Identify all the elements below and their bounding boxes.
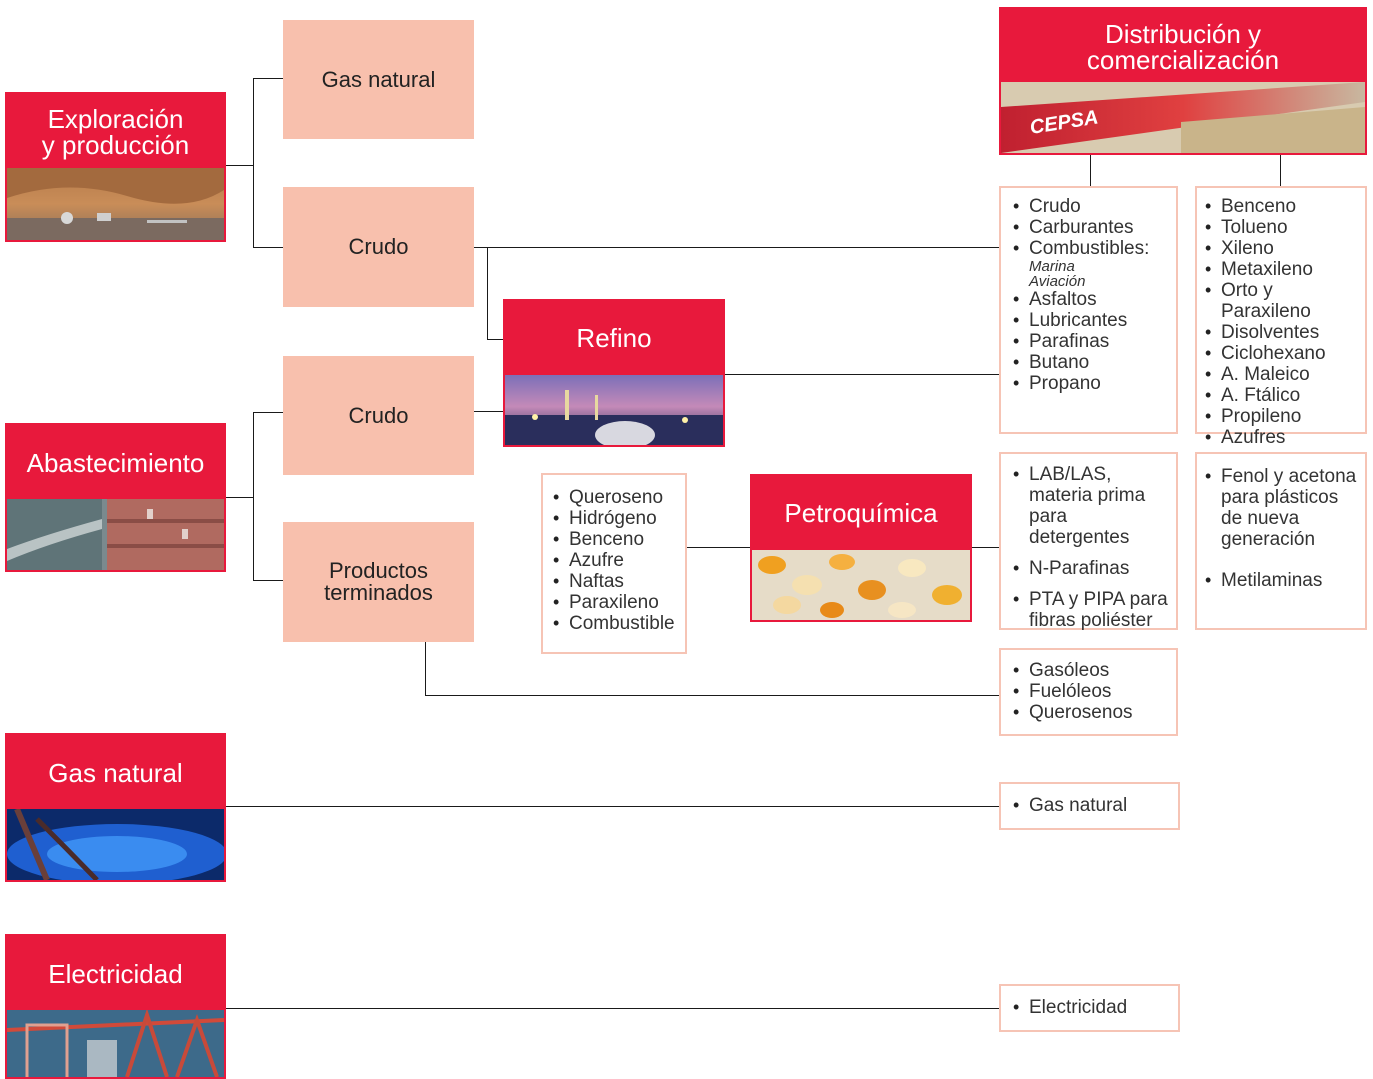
list-item: Gas natural: [1013, 795, 1172, 816]
list-item: Queroseno: [553, 487, 679, 508]
refino-title: Refino: [576, 323, 652, 353]
pink-crudo-mid-label: Crudo: [348, 402, 409, 428]
cepsa-station-photo: CEPSA: [1001, 82, 1365, 153]
electricidad-block: Electricidad: [5, 934, 226, 1079]
petro-inputs-list: Queroseno Hidrógeno Benceno Azufre Nafta…: [541, 473, 687, 654]
pink-crudo-mid: Crudo: [283, 356, 474, 475]
terminados-list: Gasóleos Fuelóleos Querosenos: [999, 648, 1178, 736]
distribucion-block: Distribución y comercialización CEPSA: [999, 7, 1367, 155]
list-item: PTA y PIPA para fibras poliéster: [1013, 589, 1170, 631]
chem-products-list: Benceno Tolueno Xileno Metaxileno Orto y…: [1195, 186, 1367, 448]
pink-crudo-top: Crudo: [283, 187, 474, 307]
list-item: Electricidad: [1013, 997, 1172, 1018]
list-item: Xileno: [1205, 238, 1363, 259]
list-item: Parafinas: [1013, 331, 1170, 352]
petroquimica-block: Petroquímica: [750, 474, 972, 622]
gas-flame-photo: [7, 809, 224, 880]
list-item: Tolueno: [1205, 217, 1363, 238]
exploracion-title: Exploración y producción: [41, 104, 190, 160]
list-item: A. Ftálico: [1205, 385, 1363, 406]
list-item: Ciclohexano: [1205, 343, 1363, 364]
list-item: Benceno: [1205, 196, 1363, 217]
list-item: Disolventes: [1205, 322, 1363, 343]
abastecimiento-block: Abastecimiento: [5, 423, 226, 572]
list-item: Metilaminas: [1205, 570, 1363, 591]
list-item: Crudo: [1013, 196, 1170, 217]
pink-gas-natural: Gas natural: [283, 20, 474, 139]
refinery-photo: [505, 375, 723, 445]
list-item: Azufre: [553, 550, 679, 571]
power-plant-photo: [7, 1010, 224, 1077]
refino-block: Refino: [503, 299, 725, 447]
list-item: Querosenos: [1013, 702, 1170, 723]
petro-outputs-list-1: LAB/LAS, materia prima para detergentes …: [999, 452, 1178, 631]
list-item: N-Parafinas: [1013, 558, 1170, 579]
list-item: Propileno: [1205, 406, 1363, 427]
list-item: Combustible: [553, 613, 679, 634]
list-item: Carburantes: [1013, 217, 1170, 238]
list-item: A. Maleico: [1205, 364, 1363, 385]
list-item: Asfaltos: [1013, 289, 1170, 310]
list-item: Gasóleos: [1013, 660, 1170, 681]
gas-natural-block: Gas natural: [5, 733, 226, 882]
petro-outputs-list-2: Fenol y acetona para plásticos de nueva …: [1195, 452, 1367, 630]
list-item: LAB/LAS, materia prima para detergentes: [1013, 464, 1170, 548]
list-item: Azufres: [1205, 427, 1363, 448]
petroquimica-title: Petroquímica: [784, 498, 938, 528]
list-item: Propano: [1013, 373, 1170, 394]
list-item: Metaxileno: [1205, 259, 1363, 280]
list-subitem: Aviación: [1029, 273, 1086, 290]
list-item: Benceno: [553, 529, 679, 550]
distribucion-title: Distribución y comercialización: [1086, 18, 1280, 75]
pink-productos-label: Productos terminados: [324, 558, 433, 605]
elec-list: Electricidad: [999, 984, 1180, 1032]
list-item: Paraxileno: [553, 592, 679, 613]
list-item: Orto y Paraxileno: [1205, 280, 1363, 322]
pink-productos-terminados: Productos terminados: [283, 522, 474, 642]
electricidad-title: Electricidad: [48, 959, 183, 989]
list-item: Naftas: [553, 571, 679, 592]
pellets-photo: [752, 550, 970, 620]
list-item: Butano: [1013, 352, 1170, 373]
list-subitem: Marina: [1029, 258, 1075, 275]
exploracion-block: Exploración y producción: [5, 92, 226, 242]
tanker-photo: [7, 499, 224, 570]
list-item: Lubricantes: [1013, 310, 1170, 331]
refino-products-list: Crudo Carburantes Combustibles: Marina A…: [999, 186, 1178, 434]
abastecimiento-title: Abastecimiento: [26, 448, 205, 478]
gas-natural-title: Gas natural: [48, 758, 183, 788]
desert-photo: [7, 168, 224, 240]
list-item: Fenol y acetona para plásticos de nueva …: [1205, 466, 1363, 550]
list-item: Combustibles:: [1013, 238, 1170, 259]
pink-crudo-top-label: Crudo: [348, 234, 409, 259]
list-item: Hidrógeno: [553, 508, 679, 529]
list-item: Fuelóleos: [1013, 681, 1170, 702]
pink-gas-natural-label: Gas natural: [321, 66, 436, 92]
gas-list: Gas natural: [999, 782, 1180, 830]
